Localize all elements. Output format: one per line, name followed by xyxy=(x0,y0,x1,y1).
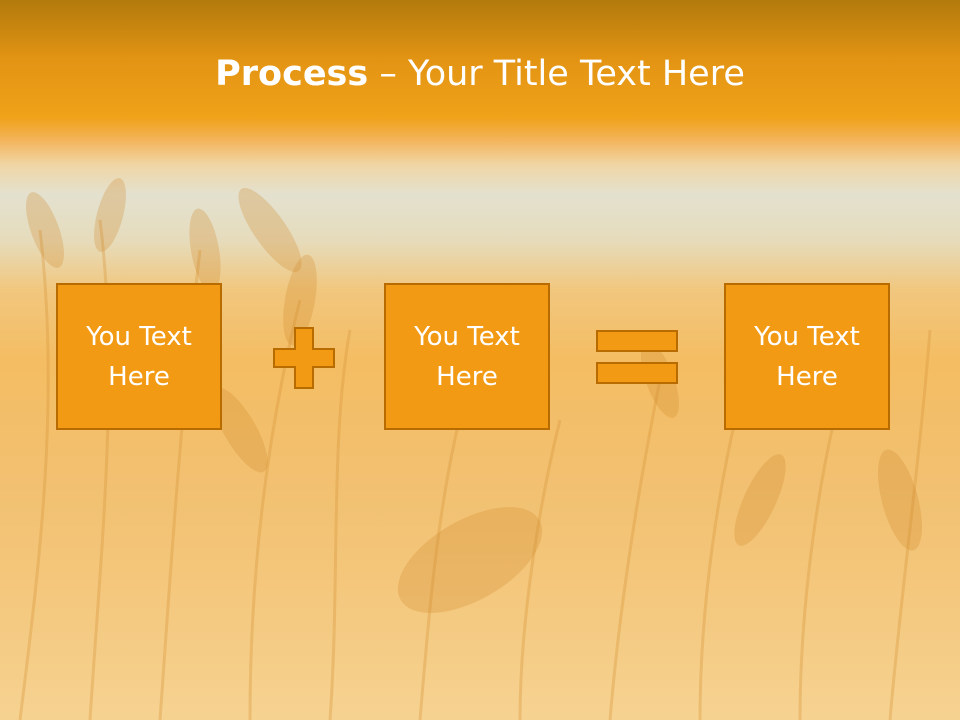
process-box-1[interactable]: You Text Here xyxy=(56,283,222,430)
process-box-1-label: You Text Here xyxy=(86,321,192,392)
process-box-2[interactable]: You Text Here xyxy=(384,283,550,430)
title-rest: – Your Title Text Here xyxy=(368,54,745,94)
title-bold: Process xyxy=(215,54,369,94)
process-box-3-label: You Text Here xyxy=(754,321,860,392)
process-box-2-label: You Text Here xyxy=(414,321,520,392)
process-box-3[interactable]: You Text Here xyxy=(724,283,890,430)
plus-icon xyxy=(273,327,335,389)
equals-icon xyxy=(596,330,678,384)
slide-title: Process – Your Title Text Here xyxy=(0,52,960,96)
